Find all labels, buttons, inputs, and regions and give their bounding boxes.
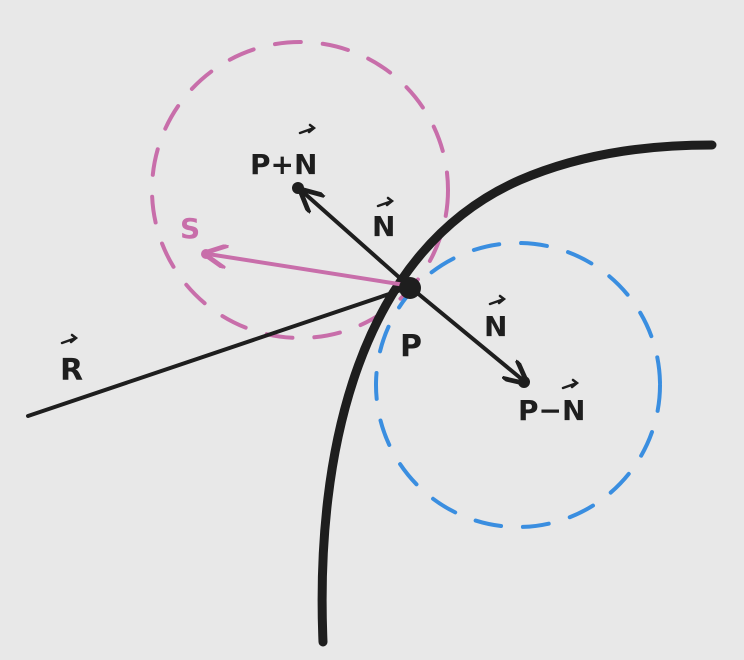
p-plus-n-vector-mark bbox=[298, 123, 317, 135]
label-r: R bbox=[60, 353, 83, 388]
ray-r-line bbox=[26, 285, 412, 418]
p-minus-n-vector-mark bbox=[561, 378, 580, 390]
vector-s-arrow bbox=[208, 254, 407, 287]
point-p bbox=[399, 277, 421, 299]
normal-down-arrow bbox=[408, 285, 524, 381]
normal-up-arrow bbox=[303, 192, 412, 289]
label-n-upper: N bbox=[372, 210, 395, 243]
n-lower-vector-mark bbox=[488, 294, 507, 306]
point-p-minus-n bbox=[518, 376, 530, 388]
label-s: S bbox=[180, 212, 200, 245]
surface-curve bbox=[317, 140, 717, 647]
point-s bbox=[201, 249, 211, 259]
label-n-lower: N bbox=[484, 310, 507, 343]
label-p-minus-n: P−N bbox=[518, 394, 585, 427]
outer-sphere-circle bbox=[150, 40, 450, 340]
r-vector-mark bbox=[60, 333, 79, 345]
label-p-plus-n: P+N bbox=[250, 148, 317, 181]
inner-sphere-circle bbox=[374, 241, 662, 529]
point-p-plus-n bbox=[292, 182, 304, 194]
label-p: P bbox=[400, 329, 422, 364]
n-upper-vector-mark bbox=[376, 196, 395, 208]
